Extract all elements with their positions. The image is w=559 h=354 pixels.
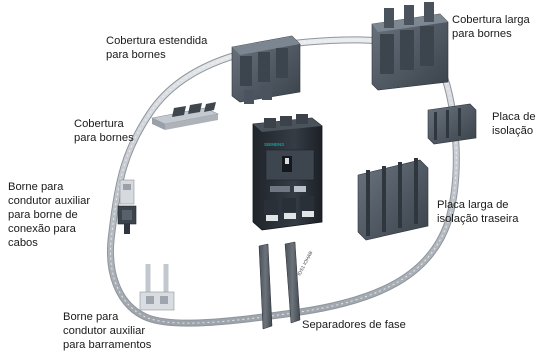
label-line: para bornes (106, 49, 166, 61)
wide-rear-isolation-plate-part (357, 158, 429, 241)
label-line: Cobertura (74, 118, 124, 130)
label-cobertura: Cobertura para bornes (74, 117, 134, 145)
phase-separators-part (258, 241, 301, 330)
isolation-plate-part (427, 103, 477, 145)
label-separadores: Separadores de fase (302, 318, 406, 332)
label-borne-cabos: Borne para condutor auxiliar para borne … (8, 180, 90, 250)
label-line: para barramentos (63, 339, 152, 351)
aux-terminal-cable-part (117, 179, 137, 234)
terminal-cover-part (151, 102, 219, 130)
label-line: isolação (492, 125, 534, 137)
label-cobertura-estendida: Cobertura estendida para bornes (106, 34, 207, 62)
label-line: condutor auxiliar (8, 195, 91, 207)
label-line: condutor auxiliar (63, 325, 146, 337)
rail-ring (107, 36, 460, 327)
separator-print: IDS1 IOHAB (296, 250, 314, 277)
wide-terminal-cover-part (371, 2, 449, 91)
label-line: Borne para (63, 311, 119, 323)
label-cobertura-larga: Cobertura larga para bornes (452, 13, 530, 41)
label-placa-larga: Placa larga de isolação traseira (437, 198, 518, 226)
label-line: Cobertura larga (452, 14, 530, 26)
label-placa-isolacao: Placa de isolação (492, 110, 536, 138)
label-line: Cobertura estendida (106, 35, 208, 47)
circuit-breaker: SIEMENS (252, 114, 323, 231)
label-line: Borne para (8, 181, 64, 193)
label-line: Placa larga de (437, 199, 509, 211)
label-line: Separadores de fase (302, 319, 406, 331)
label-line: cabos (8, 237, 38, 249)
breaker-brand: SIEMENS (264, 142, 284, 147)
label-line: para bornes (452, 28, 512, 40)
aux-terminal-busbar-part (139, 264, 175, 311)
label-line: Placa de (492, 111, 536, 123)
label-line: para borne de (8, 209, 78, 221)
label-line: para bornes (74, 132, 134, 144)
extended-terminal-cover-part (231, 35, 301, 104)
label-line: isolação traseira (437, 213, 519, 225)
label-line: conexão para (8, 223, 76, 235)
label-borne-barramentos: Borne para condutor auxiliar para barram… (63, 310, 151, 352)
